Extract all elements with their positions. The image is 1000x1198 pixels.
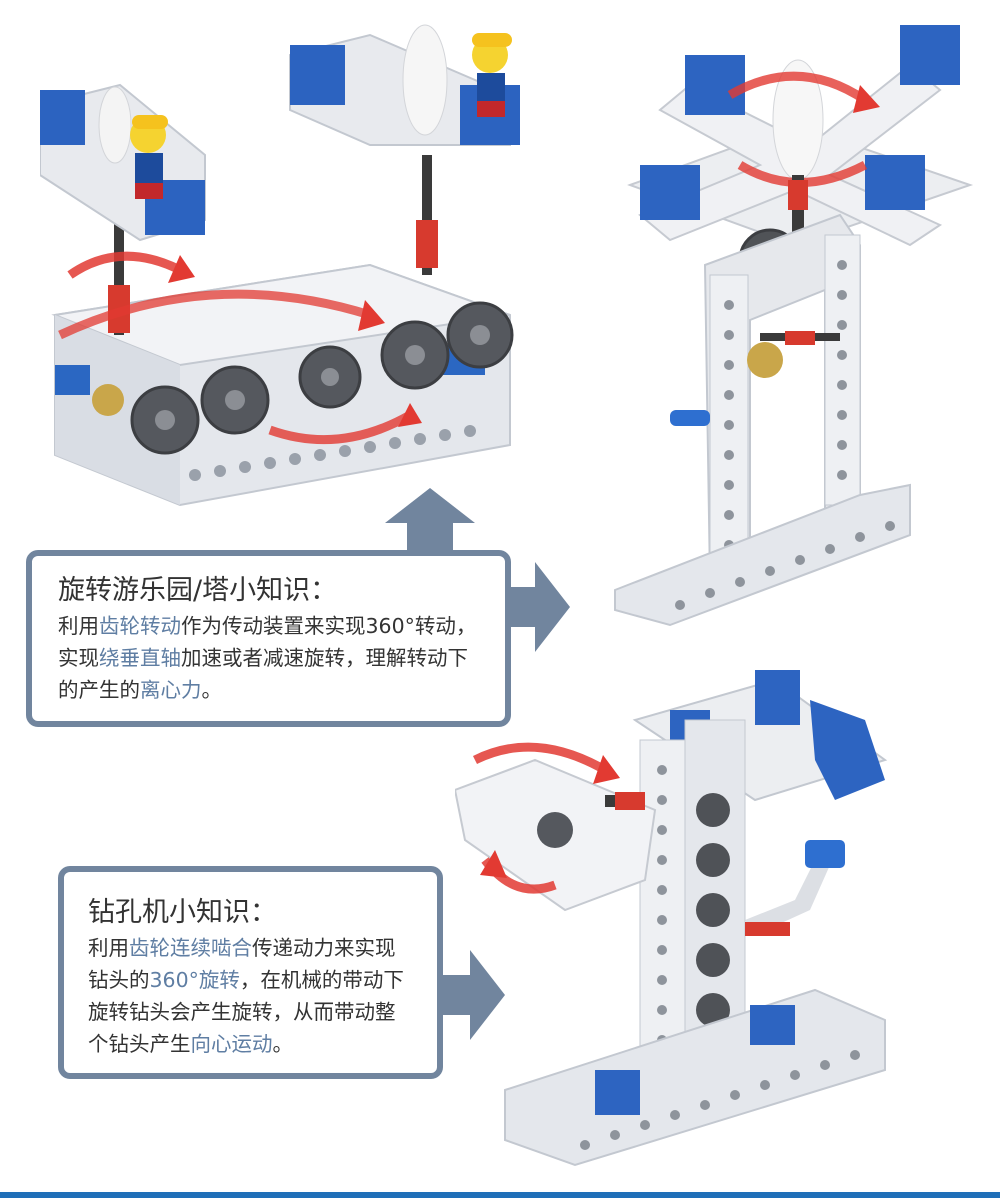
card-body: 利用齿轮转动作为传动装置来实现360°转动，实现绕垂直轴加速或者减速旋转，理解转… — [58, 610, 485, 706]
right-arrow-icon — [505, 562, 570, 652]
highlight-text: 向心运动 — [190, 1032, 273, 1056]
card-title: 旋转游乐园/塔小知识： — [58, 575, 338, 606]
body-text: 传递动力来实现钻头的 — [88, 936, 396, 992]
highlight-text: 齿轮连续啮合 — [129, 936, 252, 960]
body-text: 加速或者减速旋转，理解转动下的产生的 — [58, 646, 468, 702]
highlight-text: 离心力 — [140, 678, 202, 702]
carousel-tip-card: 旋转游乐园/塔小知识： 利用齿轮转动作为传动装置来实现360°转动，实现绕垂直轴… — [26, 550, 511, 727]
body-text: ，在机械的带动下旋转钻头会产生旋转，从而带动整个钻头产生 — [88, 968, 404, 1056]
drill-machine-model-illustration — [455, 670, 888, 1167]
carousel-model-illustration — [40, 24, 520, 507]
body-text: 利用 — [58, 614, 99, 638]
highlight-text: 360°旋转 — [149, 968, 240, 992]
up-arrow-icon — [385, 488, 475, 558]
body-text: 作为传动装置来实现360°转动，实现 — [58, 614, 477, 670]
body-text: 利用 — [88, 936, 129, 960]
drill-tip-card: 钻孔机小知识： 利用齿轮连续啮合传递动力来实现钻头的360°旋转，在机械的带动下… — [58, 866, 443, 1079]
bottom-bar — [0, 1192, 1000, 1198]
card-body: 利用齿轮连续啮合传递动力来实现钻头的360°旋转，在机械的带动下旋转钻头会产生旋… — [88, 932, 415, 1060]
highlight-text: 齿轮转动 — [99, 614, 181, 638]
rotating-tower-model-illustration — [614, 25, 974, 627]
highlight-text: 绕垂直轴 — [99, 646, 181, 670]
body-text: 。 — [272, 1032, 294, 1056]
card-title: 钻孔机小知识： — [88, 897, 277, 928]
body-text: 。 — [201, 678, 223, 702]
right-arrow-icon — [440, 950, 505, 1040]
